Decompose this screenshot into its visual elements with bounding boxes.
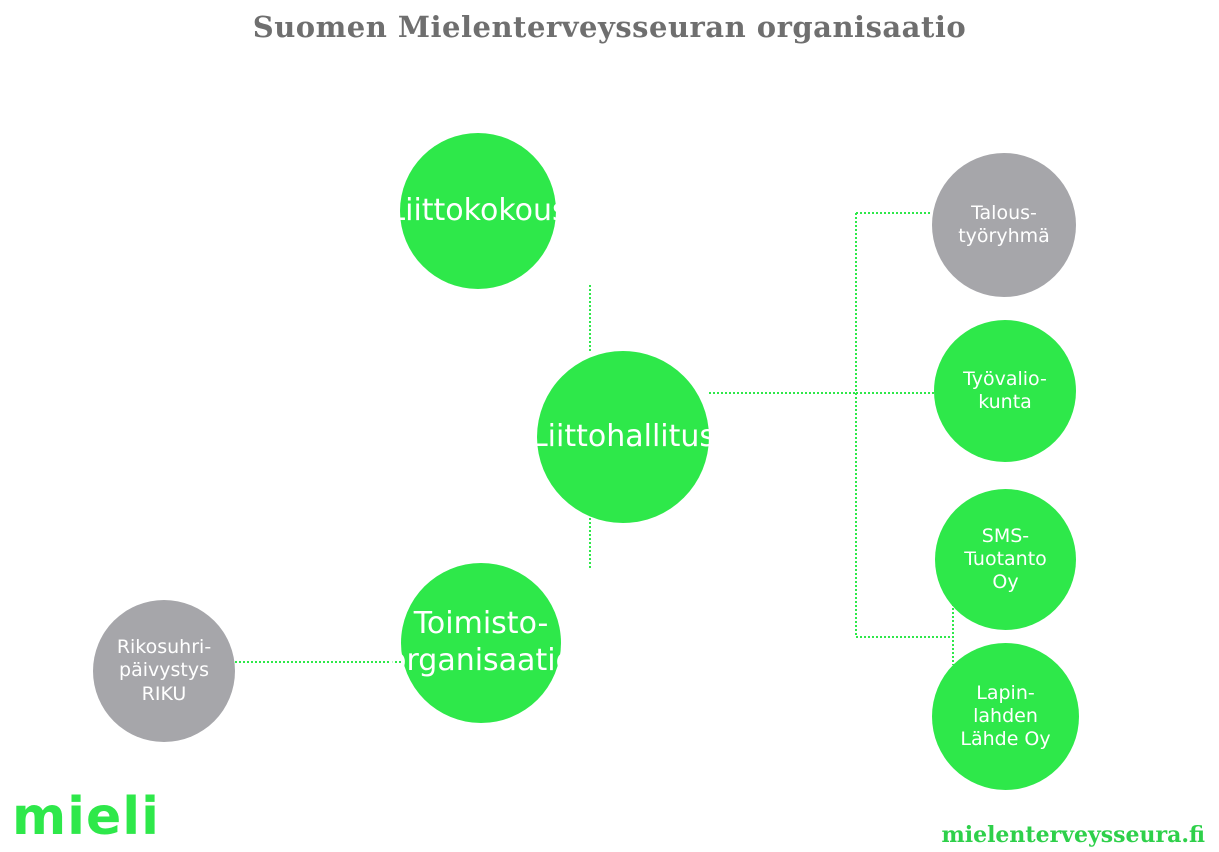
node-rikosuhripaivystys: Rikosuhri- päivystys RIKU: [93, 600, 235, 742]
page-title: Suomen Mielenterveysseuran organisaatio: [252, 10, 967, 44]
node-sms-tuotanto: SMS- Tuotanto Oy: [935, 489, 1076, 630]
node-taloustyoryhma: Talous- työryhmä: [932, 153, 1076, 297]
node-liittohallitus: Liittohallitus: [531, 351, 715, 523]
node-toimisto-organisaatio: Toimisto- organisaatio: [388, 563, 574, 723]
website-url: mielenterveysseura.fi: [941, 822, 1205, 848]
node-liittokokous: Liittokokous: [388, 133, 568, 289]
node-tyovaliokunta: Työvalio- kunta: [934, 320, 1076, 462]
node-lapinlahden-lahde: Lapin- lahden Lähde Oy: [932, 643, 1079, 790]
mieli-logo: mieli: [12, 787, 160, 847]
